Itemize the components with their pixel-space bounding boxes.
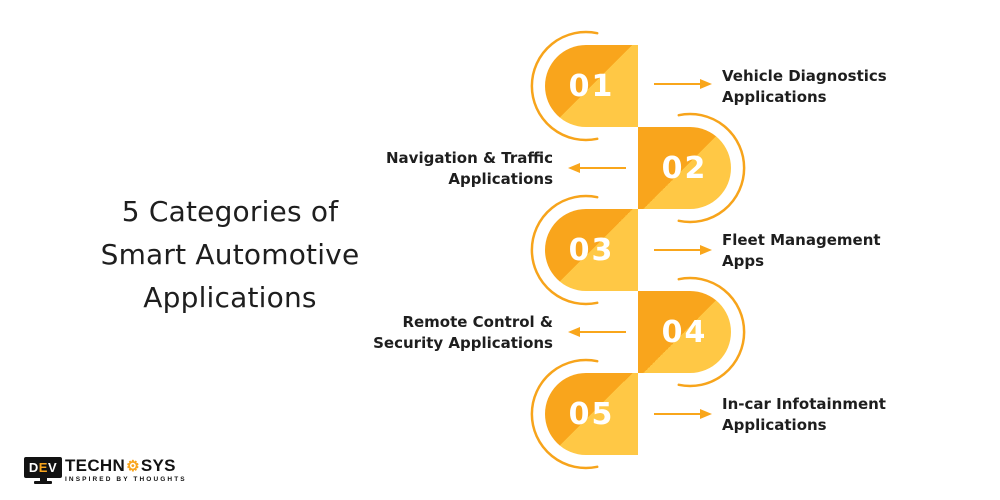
arrow-shaft <box>580 167 626 169</box>
logo-dev-d: D <box>28 460 39 475</box>
step-label-04: Remote Control & Security Applications <box>373 313 553 352</box>
step-label-01: Vehicle Diagnostics Applications <box>722 67 887 106</box>
arrow-head <box>700 79 712 89</box>
page-title: 5 Categories of Smart Automotive Applica… <box>100 195 360 314</box>
arrow-head <box>700 245 712 255</box>
step-label-03: Fleet Management Apps <box>722 231 881 270</box>
logo-dev-v: V <box>47 460 58 475</box>
arrow-left-icon <box>568 163 626 173</box>
arrow-right-icon <box>654 245 712 255</box>
step-pill-01: 01 <box>530 30 638 142</box>
monitor-stand-base <box>34 481 52 484</box>
step-pill-04: 04 <box>638 276 746 388</box>
step-label-02: Navigation & Traffic Applications <box>386 149 553 188</box>
logo-techn-text: TECHN <box>65 456 126 475</box>
logo-dev-e: E <box>38 460 48 475</box>
step-pill-05: 05 <box>530 358 638 470</box>
arrow-shaft <box>580 331 626 333</box>
logo-name: TECHN⚙SYS <box>65 457 187 475</box>
arrow-head <box>700 409 712 419</box>
step-number: 05 <box>568 396 615 432</box>
step-pill-02: 02 <box>638 112 746 224</box>
arrow-right-icon <box>654 79 712 89</box>
logo-wordmark: TECHN⚙SYS INSPIRED BY THOUGHTS <box>65 457 187 484</box>
arrow-shaft <box>654 249 700 251</box>
arrow-right-icon <box>654 409 712 419</box>
step-number: 04 <box>661 314 708 350</box>
step-number: 01 <box>568 68 615 104</box>
arrow-head <box>568 163 580 173</box>
step-number: 03 <box>568 232 615 268</box>
logo-tagline: INSPIRED BY THOUGHTS <box>65 476 187 483</box>
arrow-head <box>568 327 580 337</box>
step-pill-03: 03 <box>530 194 638 306</box>
logo-sys-text: SYS <box>140 456 176 475</box>
arrow-left-icon <box>568 327 626 337</box>
step-label-05: In-car Infotainment Applications <box>722 395 886 434</box>
monitor-stand-neck <box>39 478 47 481</box>
gear-icon: ⚙ <box>126 457 140 475</box>
step-number: 02 <box>661 150 708 186</box>
arrow-shaft <box>654 83 700 85</box>
arrow-shaft <box>654 413 700 415</box>
